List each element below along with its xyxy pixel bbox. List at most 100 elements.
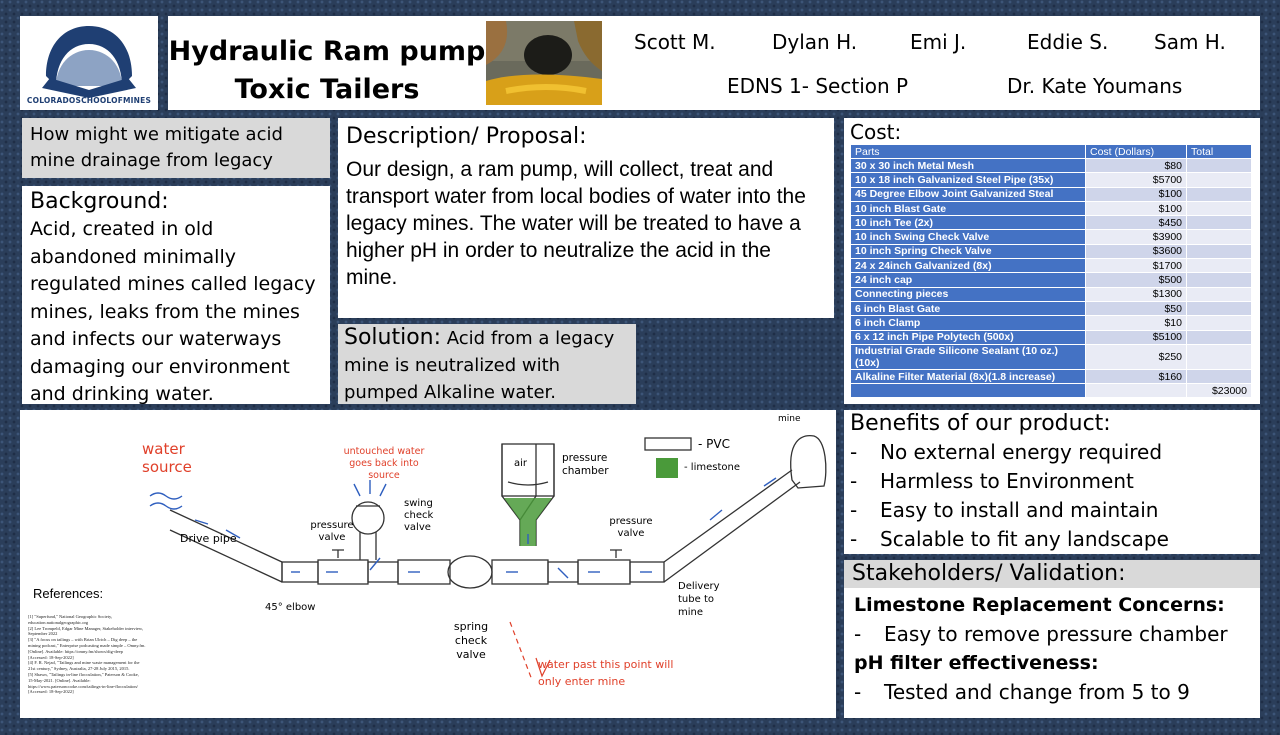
cost-part: 45 Degree Elbow Joint Galvanized Steal: [850, 186, 1086, 202]
reference-line: 15-May-2021. [Online]. Available:: [28, 677, 91, 683]
cost-part: 24 inch cap: [850, 272, 1086, 288]
mine-photo: [486, 21, 602, 105]
cost-total-cost: [1085, 383, 1187, 399]
cost-row: 6 inch Blast Gate$50: [850, 300, 1252, 317]
cost-total-cell: [1186, 229, 1252, 245]
cost-row: Connecting pieces$1300: [850, 286, 1252, 302]
label-pressure-valve-left: pressure valve: [310, 520, 354, 543]
instructor-label: Dr. Kate Youmans: [1007, 74, 1183, 98]
benefit-item: -Harmless to Environment: [850, 469, 1134, 493]
cost-value: $3600: [1085, 243, 1187, 260]
cost-header-cost: Cost (Dollars): [1085, 144, 1187, 159]
label-drive-pipe: Drive pipe: [180, 532, 237, 545]
cost-row: 24 inch cap$500: [850, 272, 1252, 288]
cost-total-cell: [1186, 186, 1252, 202]
cost-total-cell: [1186, 286, 1252, 302]
description-title: Description/ Proposal:: [346, 124, 587, 149]
stakeholder-heading: pH filter effectiveness:: [854, 652, 1099, 674]
reference-line: [5] Shawn, "Tailings in-line flocculatio…: [28, 671, 139, 677]
benefit-item: -No external energy required: [850, 440, 1163, 464]
reference-line: [2] Lee Trompeld, Edgar Mine Manager, St…: [28, 625, 143, 631]
cost-title: Cost:: [850, 120, 902, 144]
description-panel: Description/ Proposal: Our design, a ram…: [338, 118, 834, 318]
cost-value: $500: [1085, 272, 1187, 288]
cost-part: 10 inch Blast Gate: [850, 200, 1086, 217]
cost-value: $3900: [1085, 229, 1187, 245]
cost-row: 10 inch Tee (2x)$450: [850, 215, 1252, 231]
label-pressure-chamber: pressure chamber: [562, 452, 609, 477]
member-3: Emi J.: [910, 30, 967, 54]
reference-line: [4] F. R. Nejad, "Tailings and mine wast…: [28, 660, 140, 666]
cost-total-cell: [1186, 157, 1252, 174]
stakeholders-title: Stakeholders/ Validation:: [844, 560, 1260, 588]
cost-part: Alkaline Filter Material (8x)(1.8 increa…: [850, 368, 1086, 385]
diagram-panel: water source Drive pipe 45° elbow pressu…: [20, 410, 836, 718]
cost-value: $50: [1085, 300, 1187, 317]
cost-value: $450: [1085, 215, 1187, 231]
background-title: Background:: [30, 189, 169, 214]
cost-row: 45 Degree Elbow Joint Galvanized Steal$1…: [850, 186, 1252, 202]
cost-part: 10 inch Swing Check Valve: [850, 229, 1086, 245]
cost-part: 6 inch Blast Gate: [850, 300, 1086, 317]
cost-total-cell: [1186, 215, 1252, 231]
cost-total-cell: [1186, 258, 1252, 274]
cost-value: $5100: [1085, 329, 1187, 345]
cost-row: 6 inch Clamp$10: [850, 315, 1252, 331]
cost-total-cell: [1186, 272, 1252, 288]
label-delivery-tube: Delivery tube to mine: [678, 581, 720, 618]
reference-line: https://www.patersoncooke.com/tailings-i…: [28, 683, 138, 689]
benefit-item: -Easy to install and maintain: [850, 498, 1159, 522]
cost-total-cell: [1186, 315, 1252, 331]
references-title: References:: [33, 586, 104, 601]
member-5: Sam H.: [1154, 30, 1226, 54]
reference-line: [1] "Superfund," National Geographic Soc…: [28, 614, 113, 619]
cost-row: Alkaline Filter Material (8x)(1.8 increa…: [850, 368, 1252, 385]
cost-row: 30 x 30 inch Metal Mesh$80: [850, 157, 1252, 174]
cost-total-cell: [1186, 368, 1252, 385]
member-1: Scott M.: [634, 30, 716, 54]
label-pvc: - PVC: [698, 437, 730, 451]
cost-table: Parts Cost (Dollars) Total 30 x 30 inch …: [850, 144, 1252, 399]
reference-line: September 2022: [28, 631, 58, 637]
solution-text: Acid from a legacy mine is neutralized w…: [344, 328, 615, 403]
references-list: [1] "Superfund," National Geographic Soc…: [28, 614, 174, 695]
reference-line: [Accessed: 18-Sep-2022]: [28, 689, 74, 695]
benefit-item: -Scalable to fit any landscape: [850, 527, 1169, 551]
cost-grand-total: $23000: [1186, 383, 1252, 399]
question-text: How might we mitigate acid mine drainage…: [30, 124, 283, 178]
poster-subtitle: Toxic Tailers: [234, 74, 420, 105]
stakeholder-item: -Tested and change from 5 to 9: [854, 680, 1190, 704]
poster-title: Hydraulic Ram pump: [168, 36, 486, 67]
cost-row: 10 x 18 inch Galvanized Steel Pipe (35x)…: [850, 172, 1252, 188]
logo-text: COLORADOSCHOOLOFMINES: [26, 96, 152, 105]
cost-value: $1300: [1085, 286, 1187, 302]
cost-total-cell: [1186, 343, 1252, 370]
question-panel: How might we mitigate acid mine drainage…: [22, 118, 330, 178]
cost-part: 10 inch Spring Check Valve: [850, 243, 1086, 260]
cost-part: Connecting pieces: [850, 286, 1086, 302]
cost-value: $80: [1085, 157, 1187, 174]
stakeholder-heading: Limestone Replacement Concerns:: [854, 594, 1225, 616]
description-text: Our design, a ram pump, will collect, tr…: [346, 158, 806, 289]
cost-total-cell: [1186, 172, 1252, 188]
logo-panel: COLORADOSCHOOLOFMINES: [20, 16, 158, 110]
label-water-past: water past this point will only enter mi…: [538, 658, 674, 688]
benefits-title: Benefits of our product:: [850, 411, 1111, 436]
cost-part: 6 inch Clamp: [850, 315, 1086, 331]
member-4: Eddie S.: [1027, 30, 1109, 54]
background-panel: Background: Acid, created in old abandon…: [22, 186, 330, 404]
cost-row: Industrial Grade Silicone Sealant (10 oz…: [850, 343, 1252, 370]
cost-value: $250: [1085, 343, 1187, 370]
cost-header-total: Total: [1186, 144, 1252, 159]
cost-value: $100: [1085, 186, 1187, 202]
background-text: Acid, created in old abandoned minimally…: [30, 218, 316, 404]
cost-value: $10: [1085, 315, 1187, 331]
cost-value: $100: [1085, 200, 1187, 217]
cost-row: 10 inch Blast Gate$100: [850, 200, 1252, 217]
cost-value: $160: [1085, 368, 1187, 385]
label-pressure-valve-right: pressure valve: [609, 516, 653, 539]
reference-line: [Accessed: 18-Sep-2022]: [28, 654, 74, 660]
cost-panel: Cost: Parts Cost (Dollars) Total 30 x 30…: [844, 118, 1260, 404]
cost-total-cell: [1186, 200, 1252, 217]
cost-part: 10 inch Tee (2x): [850, 215, 1086, 231]
